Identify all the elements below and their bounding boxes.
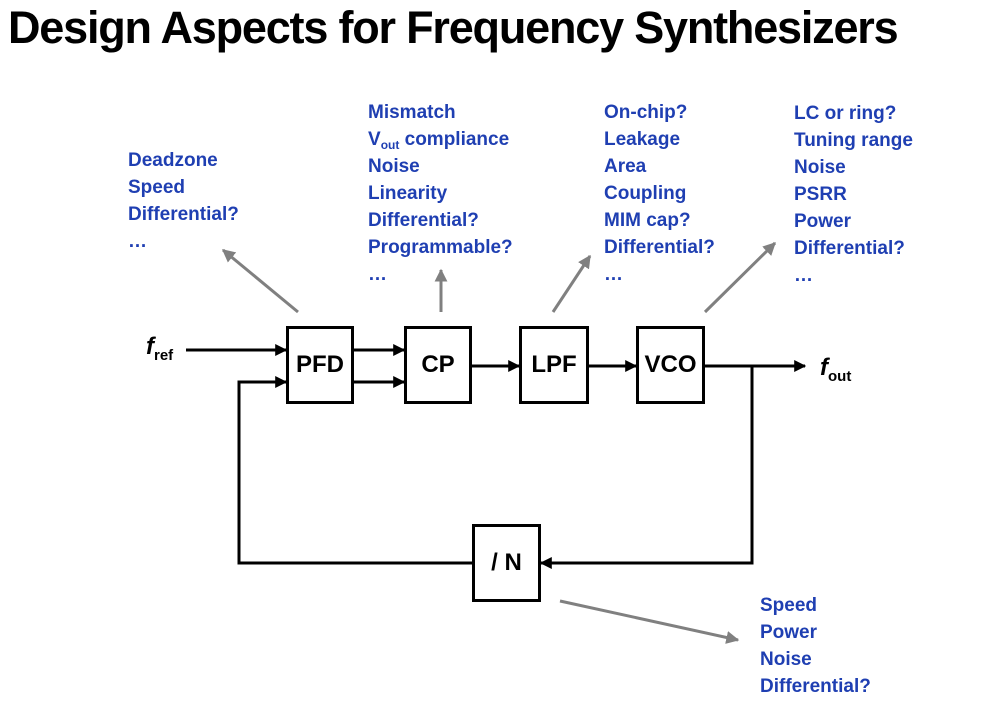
pointer-arrow-vco	[703, 241, 777, 314]
cp-block: CP	[404, 326, 472, 404]
note-item: PSRR	[794, 184, 847, 205]
note-item: Differential?	[368, 210, 479, 231]
lpf-block: LPF	[519, 326, 589, 404]
note-item: On-chip?	[604, 102, 688, 123]
note-item: Power	[794, 211, 852, 232]
note-item: Noise	[794, 157, 846, 178]
cp-notes: Mismatch Vout compliance Noise Linearity…	[368, 99, 513, 288]
note-item: Speed	[760, 595, 818, 616]
note-item: …	[368, 264, 387, 285]
pfd-notes: Deadzone Speed Differential? …	[128, 147, 239, 255]
note-item: …	[794, 265, 813, 286]
note-item: Leakage	[604, 129, 681, 150]
page-title: Design Aspects for Frequency Synthesizer…	[8, 2, 899, 53]
vco-label: VCO	[644, 351, 697, 378]
note-item: Differential?	[128, 204, 239, 225]
lpf-notes: On-chip? Leakage Area Coupling MIM cap? …	[604, 99, 715, 288]
pfd-label: PFD	[296, 351, 344, 378]
note-item: Differential?	[760, 676, 871, 697]
note-item: Deadzone	[128, 150, 218, 171]
note-item: Noise	[368, 156, 420, 177]
note-item: Tuning range	[794, 130, 913, 151]
note-item: …	[128, 231, 147, 252]
pointer-arrow-pfd	[221, 248, 299, 314]
pointer-arrow-divider	[559, 599, 740, 644]
note-item: LC or ring?	[794, 103, 897, 124]
wire-feedback-to-divider	[539, 366, 754, 569]
note-item: Speed	[128, 177, 186, 198]
pointer-arrow-lpf	[551, 254, 592, 313]
note-item: Mismatch	[368, 102, 456, 123]
note-item: Coupling	[604, 183, 687, 204]
fout-signal-label: fout	[820, 354, 852, 385]
note-item: …	[604, 264, 623, 285]
fref-signal-label: fref	[146, 333, 174, 364]
divider-block: / N	[472, 524, 541, 602]
divider-label: / N	[491, 549, 522, 576]
note-item: MIM cap?	[604, 210, 691, 231]
note-item: Area	[604, 156, 647, 177]
lpf-label: LPF	[531, 351, 577, 378]
wire-divider-to-pfd	[237, 376, 472, 565]
note-item: Linearity	[368, 183, 448, 204]
note-item: Differential?	[794, 238, 905, 259]
cp-label: CP	[421, 351, 455, 378]
note-item: Power	[760, 622, 818, 643]
note-item: Noise	[760, 649, 812, 670]
note-item: Differential?	[604, 237, 715, 258]
note-item: Programmable?	[368, 237, 513, 258]
divider-notes: Speed Power Noise Differential?	[760, 592, 871, 700]
pfd-block: PFD	[286, 326, 354, 404]
note-item-vout-compliance: Vout compliance	[368, 129, 510, 152]
vco-block: VCO	[636, 326, 705, 404]
vco-notes: LC or ring? Tuning range Noise PSRR Powe…	[794, 100, 913, 289]
